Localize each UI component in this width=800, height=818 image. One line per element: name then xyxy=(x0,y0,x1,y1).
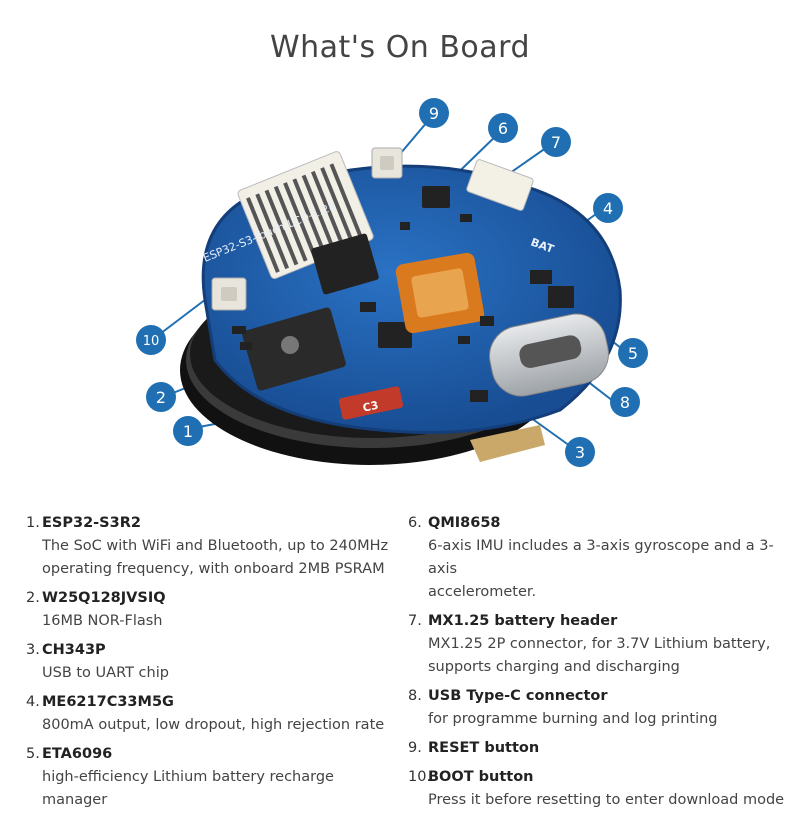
c3-label: C3 xyxy=(362,399,380,415)
item-name: BOOT button xyxy=(428,769,534,785)
item-name: CH343P xyxy=(42,642,106,658)
item-name: MX1.25 battery header xyxy=(428,613,618,629)
component-item: 5.ETA6096 high-efficiency Lithium battery… xyxy=(26,743,396,812)
item-number: 10. xyxy=(408,769,432,785)
component-list-right: 6. QMI8658 6-axis IMU includes a 3-axis gy… xyxy=(408,512,788,818)
page-title: What's On Board xyxy=(269,30,531,65)
item-description: The SoC with WiFi and Bluetooth, up to 2… xyxy=(42,538,389,554)
callout-9: 9 xyxy=(419,98,449,128)
esp32-chip xyxy=(242,307,346,391)
item-number: 1. xyxy=(26,515,40,531)
item-description: 6-axis IMU includes a 3-axis gyroscope a… xyxy=(428,538,774,577)
usb-c-connector xyxy=(489,313,609,397)
callout-7: 7 xyxy=(541,127,571,157)
svg-text:8: 8 xyxy=(620,393,630,412)
callouts: 1 2 3 4 5 6 7 8 9 10 xyxy=(136,98,648,467)
item-number: 3. xyxy=(26,642,40,658)
item-number: 2. xyxy=(26,590,40,606)
svg-text:2: 2 xyxy=(156,388,166,407)
svg-text:1: 1 xyxy=(183,422,193,441)
item-description: USB to UART chip xyxy=(42,665,169,681)
svg-text:9: 9 xyxy=(429,104,439,123)
item-number: 5. xyxy=(26,746,40,762)
callout-1: 1 xyxy=(173,416,203,446)
item-name: ME6217C33M5G xyxy=(42,694,174,710)
component-item: 4.ME6217C33M5G 800mA output, low dropout,… xyxy=(26,691,396,737)
svg-text:10: 10 xyxy=(143,334,160,349)
callout-6: 6 xyxy=(488,113,518,143)
item-number: 9. xyxy=(408,740,422,756)
item-description: 800mA output, low dropout, high rejectio… xyxy=(42,717,385,733)
callout-2: 2 xyxy=(146,382,176,412)
callout-5: 5 xyxy=(618,338,648,368)
ch343p-chip xyxy=(378,322,412,348)
component-item: 9. RESET button xyxy=(408,737,788,760)
item-name: QMI8658 xyxy=(428,515,501,531)
board-diagram: C3 ESP32-S3-Touch-LCD-1.28 BAT 1 2 3 4 5… xyxy=(136,98,648,467)
svg-text:6: 6 xyxy=(498,119,508,138)
smd-components xyxy=(232,214,574,402)
item-name: W25Q128JVSIQ xyxy=(42,590,166,606)
callout-8: 8 xyxy=(610,387,640,417)
boot-button-part xyxy=(211,277,247,311)
orange-window xyxy=(395,252,485,334)
item-number: 7. xyxy=(408,613,422,629)
item-name: ETA6096 xyxy=(42,746,113,762)
svg-text:4: 4 xyxy=(603,199,613,218)
item-name: RESET button xyxy=(428,740,540,756)
callout-4: 4 xyxy=(593,193,623,223)
callout-3: 3 xyxy=(565,437,595,467)
component-item: 6. QMI8658 6-axis IMU includes a 3-axis gy… xyxy=(408,512,788,604)
item-description: for programme burning and log printing xyxy=(428,711,718,727)
component-item: 3.CH343P USB to UART chip xyxy=(26,639,396,685)
item-description: high-efficiency Lithium battery recharge… xyxy=(42,769,334,808)
item-description: 16MB NOR-Flash xyxy=(42,613,163,629)
svg-text:5: 5 xyxy=(628,344,638,363)
item-description: supports charging and discharging xyxy=(428,659,680,675)
component-item: 2.W25Q128JVSIQ 16MB NOR-Flash xyxy=(26,587,396,633)
flash-chip xyxy=(311,233,379,295)
svg-text:3: 3 xyxy=(575,443,585,462)
item-name: ESP32-S3R2 xyxy=(42,515,141,531)
imu-chip xyxy=(422,186,450,208)
component-item: 8. USB Type-C connector for programme burn… xyxy=(408,685,788,731)
item-description: accelerometer. xyxy=(428,584,537,600)
c3-capacitor xyxy=(338,386,404,420)
svg-text:7: 7 xyxy=(551,133,561,152)
item-number: 8. xyxy=(408,688,422,704)
callout-10: 10 xyxy=(136,325,166,355)
item-name: USB Type-C connector xyxy=(428,688,608,704)
item-description: operating frequency, with onboard 2MB PS… xyxy=(42,561,385,577)
item-description: MX1.25 2P connector, for 3.7V Lithium ba… xyxy=(428,636,771,652)
item-number: 6. xyxy=(408,515,422,531)
item-number: 4. xyxy=(26,694,40,710)
reset-button-part xyxy=(371,147,403,179)
battery-header xyxy=(466,159,534,211)
item-description: Press it before resetting to enter downl… xyxy=(428,792,785,808)
